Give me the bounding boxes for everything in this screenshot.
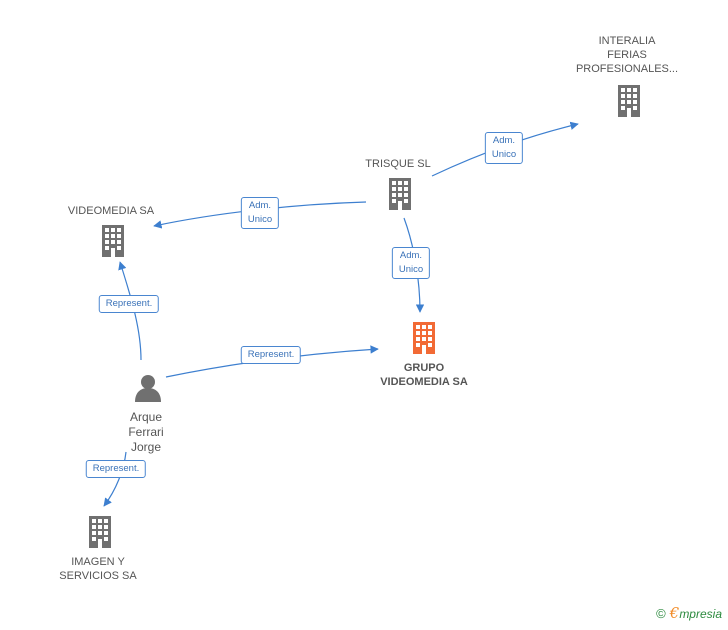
node-label-line: SERVICIOS SA [59,570,137,582]
node-label-arque[interactable]: Arque Ferrari Jorge [128,410,163,455]
edge-label-line: Adm. [399,250,423,261]
edge-label-arque-grupo[interactable]: Represent. [240,346,302,364]
brand-name: mpresia [679,607,722,621]
person-icon[interactable] [135,375,161,402]
node-label-line: TRISQUE SL [365,158,431,170]
brand-e-logo: € [669,604,680,622]
node-label-line: VIDEOMEDIA SA [67,205,155,217]
edge-label-line: Represent. [105,298,153,309]
edge-label-line: Represent. [247,349,295,360]
node-label-line: VIDEOMEDIA SA [380,376,468,388]
node-label-line: Jorge [130,440,162,454]
copyright-symbol: © [656,606,666,621]
edge-label-trisque-grupo[interactable]: Adm. Unico [391,247,431,279]
edge-label-line: Unico [398,264,424,275]
node-label-line: IMAGEN Y [71,556,125,568]
interalia-building-icon[interactable] [618,85,640,117]
edge-arque-imagen [103,451,127,507]
videomedia-building-icon[interactable] [102,225,124,257]
node-label-imagen[interactable]: IMAGEN Y SERVICIOS SA [59,555,136,583]
node-label-line: Arque [129,410,163,424]
edge-label-arque-imagen[interactable]: Represent. [85,460,147,478]
grupo-building-icon[interactable] [413,322,435,354]
node-label-line: FERIAS [607,49,647,61]
edge-label-trisque-interalia[interactable]: Adm. Unico [484,132,524,164]
edge-label-line: Adm. [492,135,516,146]
trisque-building-icon[interactable] [389,178,411,210]
node-label-line: INTERALIA [598,35,656,47]
edge-label-line: Adm. [248,200,272,211]
node-label-grupo[interactable]: GRUPO VIDEOMEDIA SA [380,361,468,389]
node-label-videomedia[interactable]: VIDEOMEDIA SA [68,204,154,218]
node-label-line: Ferrari [128,425,164,439]
node-label-interalia[interactable]: INTERALIA FERIAS PROFESIONALES... [576,34,678,76]
edge-arque-videomedia [118,261,142,361]
edge-label-trisque-videomedia[interactable]: Adm. Unico [240,197,280,229]
empresia-brand[interactable]: ©€mpresia [656,604,722,622]
node-label-trisque[interactable]: TRISQUE SL [365,157,430,171]
node-label-line: GRUPO [403,362,445,374]
edge-label-line: Represent. [92,463,140,474]
edge-label-line: Unico [247,214,273,225]
edge-label-arque-videomedia[interactable]: Represent. [98,295,160,313]
edge-label-line: Unico [491,149,517,160]
node-label-line: PROFESIONALES... [575,63,679,75]
imagen-building-icon[interactable] [89,516,111,548]
